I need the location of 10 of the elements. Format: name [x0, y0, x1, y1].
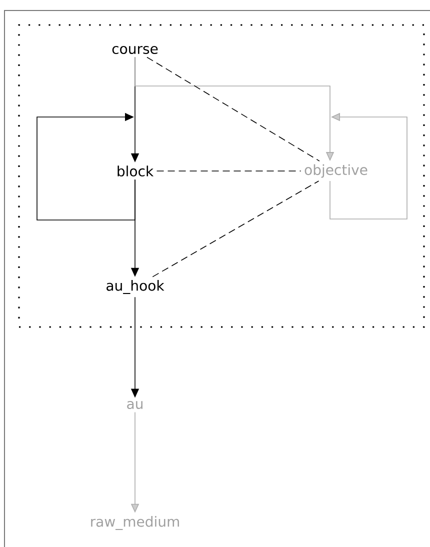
node-label: block [118, 166, 154, 176]
node-label: au_hook [106, 280, 164, 294]
node-label: objective [304, 164, 368, 178]
node-label: au [127, 400, 142, 410]
node-label: raw_medium [91, 516, 179, 530]
dashed-line [156, 170, 302, 172]
node-label: course [112, 46, 158, 54]
arrow [36, 112, 136, 220]
dashed-line [152, 180, 320, 278]
dotted-frame [18, 24, 425, 328]
